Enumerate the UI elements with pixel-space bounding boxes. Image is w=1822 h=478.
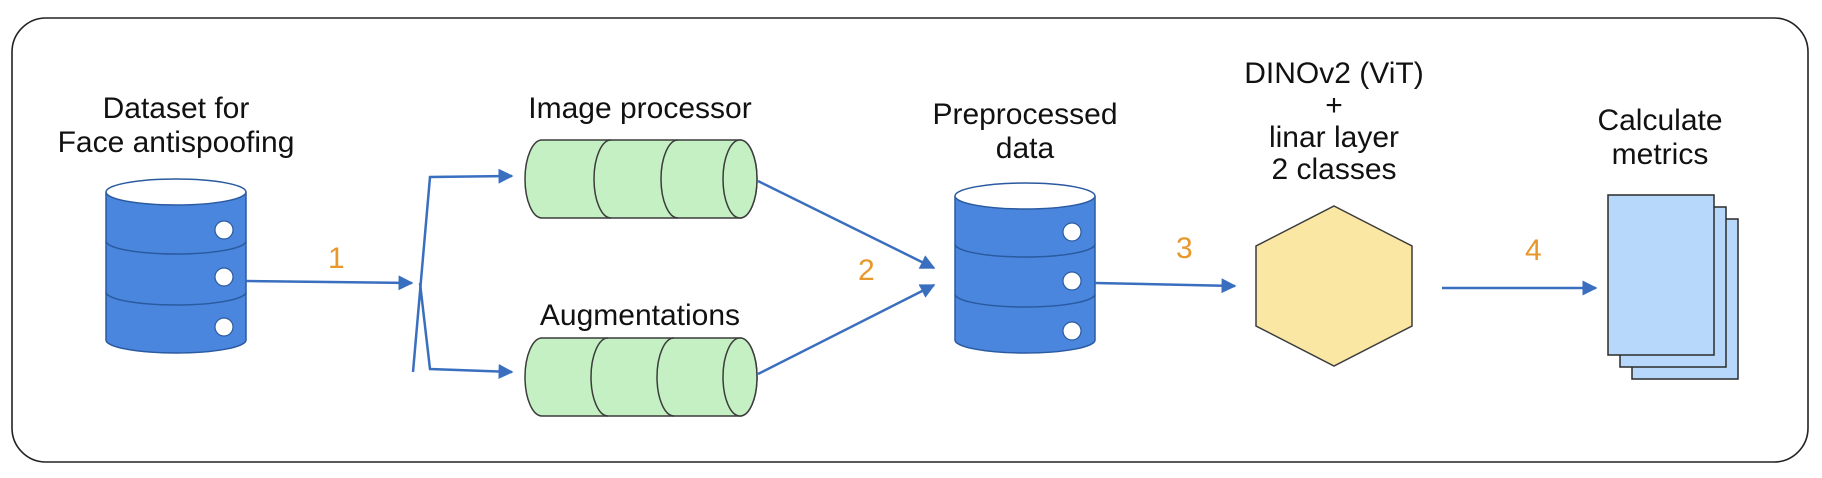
step-3-number: 3 — [1176, 232, 1193, 265]
arrow-split-to-augmentations — [418, 282, 514, 380]
model-hexagon-icon — [1255, 205, 1413, 367]
step-2-number: 2 — [858, 254, 875, 287]
model-label: DINOv2 (ViT) + linar layer 2 classes — [1214, 58, 1454, 186]
image-processor-cylinder-icon — [524, 139, 758, 219]
preprocessed-data-label-line1: Preprocessed — [932, 98, 1118, 131]
arrow-dataset-to-split — [245, 275, 414, 291]
model-label-line3: linar layer — [1268, 121, 1400, 154]
preprocessed-data-database-icon — [954, 182, 1096, 354]
step-4-number: 4 — [1525, 234, 1542, 267]
dataset-label-line2: Face antispoofing — [57, 126, 295, 159]
preprocessed-data-label-line2: data — [995, 132, 1055, 165]
model-label-line4: 2 classes — [1271, 153, 1397, 186]
preprocessed-data-label: Preprocessed data — [905, 98, 1145, 166]
augmentations-label: Augmentations — [539, 299, 741, 332]
dataset-label: Dataset for Face antispoofing — [56, 92, 296, 160]
dataset-label-line1: Dataset for — [102, 92, 250, 125]
arrow-image-processor-to-data — [757, 179, 936, 270]
step-1-number: 1 — [328, 242, 345, 275]
arrow-split-to-image-processor — [411, 168, 514, 373]
metrics-label-line1: Calculate — [1597, 104, 1723, 137]
arrow-augmentations-to-data — [757, 283, 936, 376]
dataset-database-icon — [105, 178, 247, 354]
metrics-documents-stack-icon — [1607, 194, 1739, 380]
augmentations-cylinder-icon — [524, 337, 758, 417]
model-label-line1: DINOv2 (ViT) — [1244, 57, 1424, 90]
image-processor-label: Image processor — [528, 92, 752, 125]
model-label-line2: + — [1325, 89, 1343, 122]
metrics-label-line2: metrics — [1611, 138, 1709, 171]
arrow-data-to-model — [1094, 278, 1237, 294]
metrics-label: Calculate metrics — [1560, 104, 1760, 172]
